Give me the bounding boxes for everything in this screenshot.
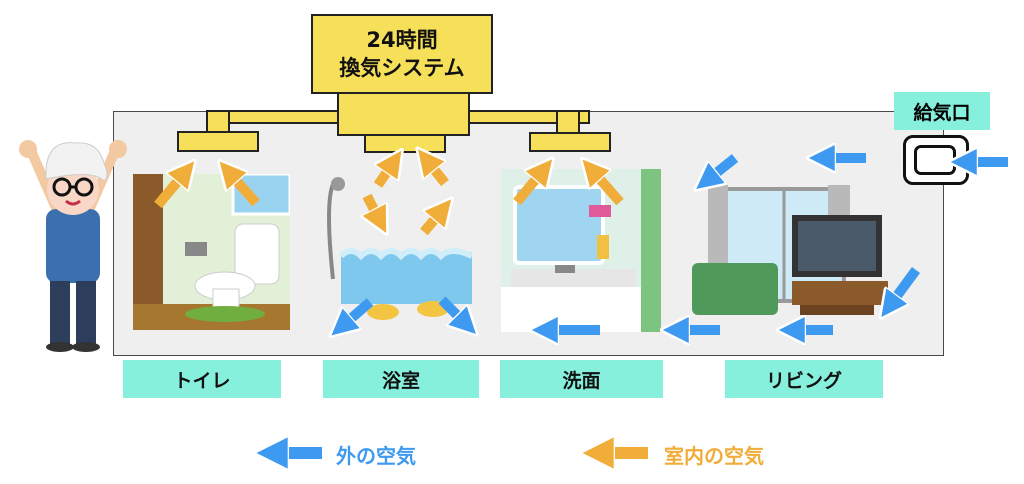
- room-label-living: リビング: [725, 360, 883, 398]
- arrow-bath-up-1: [378, 160, 395, 188]
- arrow-wash-1: [513, 168, 545, 206]
- arrow-bath-down-1: [367, 193, 381, 223]
- arrow-toilet-1: [154, 170, 187, 209]
- living-scene: [692, 185, 888, 315]
- washroom-scene: [501, 169, 661, 332]
- arrow-bath-down-2: [420, 208, 444, 236]
- arrow-wash-2: [590, 168, 624, 206]
- exhaust-vent-toilet: [177, 131, 259, 152]
- room-label-bath: 浴室: [323, 360, 479, 398]
- room-label-wash: 洗面: [500, 360, 663, 398]
- indoor-air-arrows: [154, 158, 624, 236]
- legend-inside-air-label: 室内の空気: [664, 444, 764, 468]
- arrow-living-diag-top: [705, 154, 739, 182]
- room-label-toilet: トイレ: [123, 360, 281, 398]
- person-illustration: [19, 140, 127, 352]
- arrow-bath-in-2: [438, 296, 468, 326]
- bath-scene: [327, 177, 472, 320]
- ventilation-system-box: 24時間 換気システム: [311, 14, 493, 94]
- duct-system-body: [337, 92, 470, 136]
- exhaust-vent-wash: [529, 132, 611, 152]
- arrow-bath-in-1: [340, 298, 374, 328]
- legend-outside-air-label: 外の空気: [336, 444, 416, 468]
- arrow-bath-up-2: [425, 158, 449, 187]
- arrow-living-diag-right: [888, 267, 921, 308]
- system-title-line1: 24時間: [366, 28, 438, 52]
- outside-air-arrows: [340, 158, 1008, 330]
- supply-port-label: 給気口: [894, 92, 990, 130]
- toilet-scene: [133, 174, 290, 330]
- system-title-line2: 換気システム: [339, 56, 465, 80]
- room-living-illustration: [688, 181, 888, 327]
- arrow-toilet-2: [227, 170, 260, 207]
